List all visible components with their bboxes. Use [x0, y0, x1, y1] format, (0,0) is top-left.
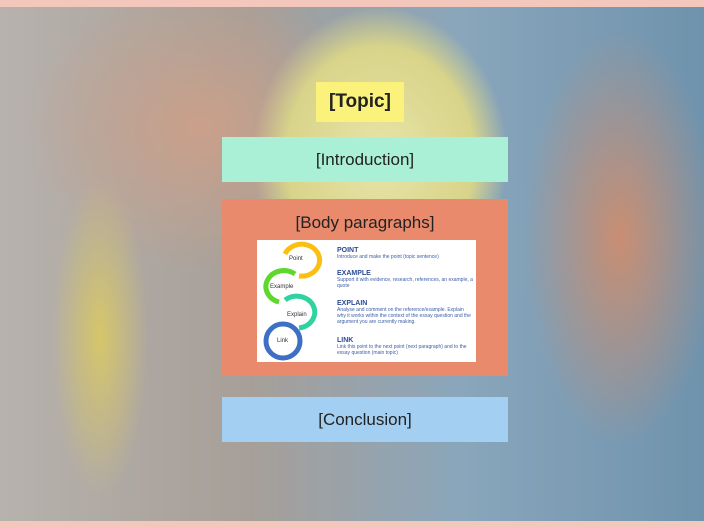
explain-arc — [283, 293, 318, 331]
cycle-label-explain: Explain — [287, 312, 307, 318]
topic-box: [Topic] — [316, 82, 404, 122]
cycle-label-example: Example — [270, 284, 294, 290]
example-arc — [263, 268, 297, 305]
item-title: LINK — [337, 337, 354, 344]
item-title: EXAMPLE — [337, 270, 371, 277]
item-desc: Analyse and comment on the reference/exa… — [337, 307, 471, 325]
item-desc: Support it with evidence, research, refe… — [337, 277, 473, 289]
conclusion-box: [Conclusion] — [222, 397, 508, 442]
item-desc: Link this point to the next point (next … — [337, 344, 467, 356]
cycle-label-point: Point — [289, 256, 303, 262]
item-title: EXPLAIN — [337, 300, 368, 307]
cycle-label-link: Link — [277, 338, 289, 344]
point-arc — [282, 241, 323, 279]
link-circle — [263, 321, 303, 361]
peel-cycle-arrows — [263, 241, 323, 361]
introduction-box: [Introduction] — [222, 137, 508, 182]
item-desc: Introduce and make the point (topic sent… — [337, 254, 439, 260]
body-paragraphs-label: [Body paragraphs] — [295, 213, 435, 232]
item-title: POINT — [337, 247, 359, 254]
